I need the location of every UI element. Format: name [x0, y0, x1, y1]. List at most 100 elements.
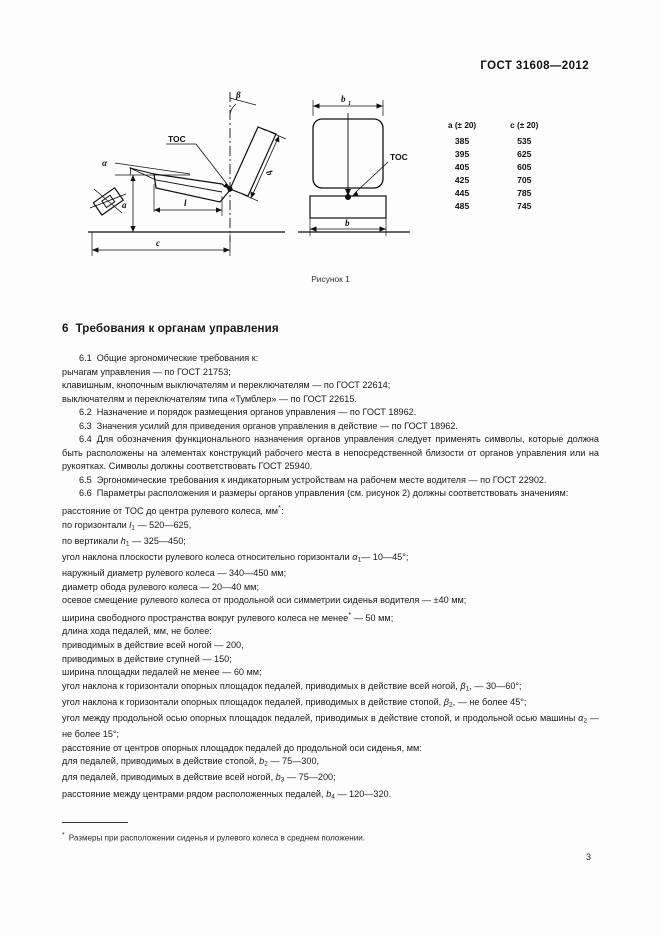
param-prefix: для педалей, приводимых в действие стопо…	[62, 756, 260, 767]
variable-subscript: 3	[280, 777, 285, 785]
cell-a: 425	[454, 174, 470, 185]
param-prefix: по вертикали	[62, 535, 121, 546]
table-row: 485 745	[448, 199, 538, 212]
param-prefix: угол наклона плоскости рулевого колеса о…	[62, 551, 353, 562]
variable-subscript: 2	[448, 701, 453, 709]
table-row: 445 785	[448, 186, 538, 199]
table-row: 385 535	[448, 134, 538, 147]
clause-text: Для обозначения функционального назначен…	[62, 434, 599, 472]
param-pedal-b3: для педалей, приводимых в действие всей …	[62, 771, 599, 787]
table-header-gap	[476, 120, 510, 134]
param-tail: :	[281, 506, 284, 517]
param-pedal-pad-width: ширина площадки педалей не менее — 60 мм…	[62, 667, 262, 678]
figure-1: β α a	[70, 84, 600, 264]
param-prefix: расстояние между центрами рядом располож…	[62, 788, 327, 799]
param-horizontal-l1: по горизонтали l1 — 520—625,	[62, 519, 599, 535]
footnote-marker: *	[62, 832, 65, 839]
cell-a: 395	[454, 148, 470, 159]
variable-subscript: 4	[331, 793, 335, 801]
param-prefix: ширина свободного пространства вокруг ру…	[62, 612, 349, 623]
section-heading: 6 Требования к органам управления	[62, 322, 599, 335]
variable-subscript: 2	[264, 760, 268, 768]
document-body: 6 Требования к органам управления 6.1 Общи…	[62, 322, 599, 804]
svg-text:b: b	[264, 169, 275, 178]
param-prefix: для педалей, приводимых в действие всей …	[62, 772, 276, 783]
svg-text:b: b	[345, 218, 350, 228]
clause-text: Назначение и порядок размещения органов …	[96, 407, 417, 418]
cell-gap	[476, 160, 510, 173]
param-steering-distance: расстояние от ТОС до центра рулевого кол…	[62, 501, 599, 519]
param-prefix: угол наклона к горизонтали опорных площа…	[62, 680, 461, 691]
svg-text:b: b	[341, 94, 346, 104]
clause-text: Значения усилий для приведения органов у…	[96, 420, 458, 431]
param-prefix: по горизонтали	[62, 519, 130, 530]
param-pedal-travel-full-foot: приводимых в действие всей ногой — 200,	[62, 639, 244, 650]
clause-text: Эргономические требования к индикаторным…	[96, 474, 547, 485]
param-value: — 10—45°;	[361, 551, 409, 562]
section-title-text: Требования к органам управления	[75, 322, 279, 335]
clause-number: 6.4	[79, 434, 92, 445]
param-pedal-angle-beta2: угол наклона к горизонтали опорных площа…	[62, 696, 599, 712]
variable-l: l	[129, 519, 132, 530]
param-value: — 520—625,	[134, 519, 192, 530]
param-value: , — 30—60°;	[469, 680, 522, 691]
footnote-text: Размеры при расположении сиденья и рулев…	[68, 833, 366, 843]
cell-a: 485	[454, 200, 470, 211]
param-vertical-h1: по вертикали h1 — 325—450;	[62, 535, 599, 551]
footnote-divider	[62, 822, 128, 823]
svg-text:1: 1	[348, 101, 351, 107]
clause-6-6: 6.6 Параметры расположения и размеры орга…	[62, 487, 599, 501]
clause-6-1: 6.1 Общие эргономические требования к:	[62, 352, 599, 366]
cell-a: 445	[454, 187, 470, 198]
svg-text:ТОС: ТОС	[390, 152, 408, 162]
variable-subscript: 2	[583, 717, 588, 725]
table-row: 395 625	[448, 147, 538, 160]
clause-number: 6.6	[79, 488, 92, 499]
variable-b: b	[326, 788, 332, 799]
variable-beta: β	[460, 680, 466, 691]
param-value: — 325—450;	[129, 535, 186, 546]
param-pedal-axis-angle-alpha2: угол между продольной осью опорных площа…	[62, 712, 599, 742]
param-wheel-angle-alpha1: угол наклона плоскости рулевого колеса о…	[62, 551, 599, 567]
clause-6-3: 6.3 Значения усилий для приведения органо…	[62, 420, 599, 434]
table-row: 405 605	[448, 160, 538, 173]
variable-h: h	[120, 535, 126, 546]
svg-text:β: β	[235, 90, 241, 100]
clause-number: 6.1	[79, 353, 92, 363]
clause-text: Общие эргономические требования к:	[96, 353, 259, 363]
page-number: 3	[585, 852, 591, 862]
param-value: — 75—200;	[284, 772, 336, 783]
param-wheel-outer-diameter: наружный диаметр рулевого колеса — 340—4…	[62, 568, 287, 579]
footnote-marker: *	[348, 609, 352, 619]
variable-subscript: 1	[125, 540, 130, 548]
svg-text:ТОС: ТОС	[168, 134, 186, 144]
param-prefix: угол наклона к горизонтали опорных площа…	[62, 696, 444, 707]
cell-gap	[476, 147, 510, 160]
clause-text: Параметры расположения и размеры органов…	[96, 488, 569, 499]
svg-text:a: a	[122, 200, 127, 210]
clause-6-1-line-1: рычагам управления — по ГОСТ 21753;	[62, 366, 231, 377]
variable-b: b	[275, 772, 281, 783]
clause-6-1-line-2: клавишным, кнопочным выключателям и пере…	[62, 380, 391, 391]
clause-6-1-line-3: выключателям и переключателям типа «Тумб…	[62, 393, 357, 404]
clause-number: 6.3	[79, 420, 92, 431]
cell-gap	[476, 186, 510, 199]
param-value: — не более 15°;	[62, 712, 599, 740]
param-pedal-travel-sole: приводимых в действие ступней — 150;	[62, 653, 232, 664]
svg-text:α: α	[102, 158, 108, 168]
figure-1-drawing: β α a	[88, 90, 410, 256]
cell-c: 785	[517, 187, 532, 198]
cell-a: 385	[454, 135, 470, 146]
param-rim-diameter: диаметр обода рулевого колеса — 20—40 мм…	[62, 581, 259, 592]
variable-subscript: 1	[131, 524, 135, 532]
param-value: — 50 мм;	[351, 612, 394, 623]
section-number: 6	[62, 322, 69, 335]
figure-caption: Рисунок 1	[311, 274, 350, 284]
svg-text:l: l	[184, 198, 187, 208]
variable-alpha: α	[578, 712, 584, 723]
param-pedal-center-distance: расстояние от центров опорных площадок п…	[62, 742, 422, 753]
